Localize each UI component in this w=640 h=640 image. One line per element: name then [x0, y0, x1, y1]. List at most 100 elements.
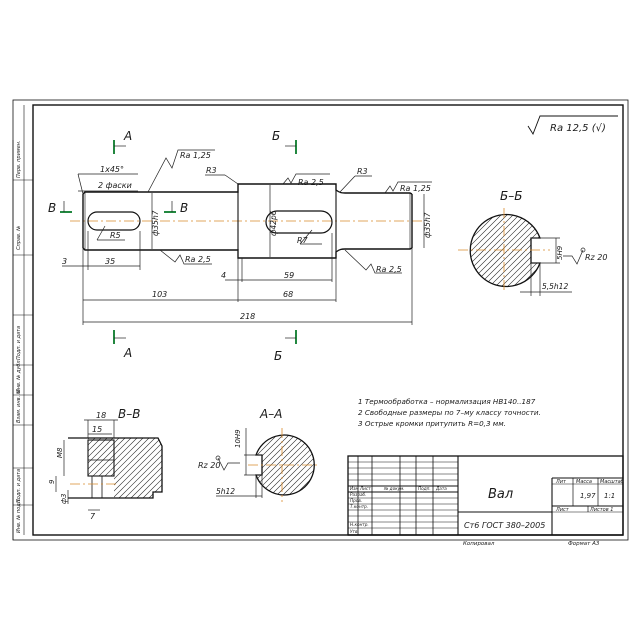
hatch-line: [88, 438, 128, 498]
vv-dim-7: 7: [90, 512, 96, 521]
hatch-line: [122, 438, 162, 498]
shaft-dimensions: 1x45° 2 фаски Ra 1,25 R3 Ra 2,5 R3 Ra 1,…: [62, 149, 432, 325]
hatch-line: [501, 214, 540, 287]
d42-label: ф42р6: [269, 210, 278, 236]
technical-notes: 1 Термообработка – нормализация НВ140..1…: [358, 397, 541, 428]
strip-text-2: Справ. №: [16, 226, 22, 250]
strip-text-6: Подп. и дата: [16, 469, 22, 503]
hatch-line: [470, 214, 503, 287]
tb-role-5: Утв.: [350, 529, 359, 534]
strip-text-1: Перв. примен.: [16, 140, 22, 178]
strip-text-4: Инв. № дубл.: [16, 359, 22, 393]
section-bb: Б–Б 5Н9 Rz 20 5,5h12: [458, 189, 607, 296]
hatch-line: [256, 435, 299, 495]
ra125-right-label: Ra 1,25: [400, 184, 431, 193]
tb-row-2: № докум.: [383, 486, 405, 491]
hatch-line: [267, 435, 315, 495]
hatch-line: [88, 438, 152, 498]
shaft-main-view: [70, 183, 422, 259]
r3-left-label: R3: [206, 166, 217, 175]
len-103-label: 103: [152, 290, 167, 299]
vv-dim-18: 18: [96, 411, 106, 420]
tb-row-0: Изм: [350, 486, 359, 491]
chamfer-note: 2 фаски: [98, 181, 132, 190]
tb-mass: 1,97: [580, 492, 596, 500]
len-35-label: 35: [105, 257, 115, 266]
d35-left-label: ф35h7: [151, 210, 160, 236]
tb-role-0: Разраб.: [350, 492, 366, 497]
hatch-line: [88, 438, 92, 498]
keyway-left: [87, 211, 141, 231]
ra25-bottom-right-label: Ra 2,5: [376, 265, 402, 274]
hatch-line: [291, 435, 315, 495]
tb-role-4: Н.контр.: [350, 522, 369, 527]
tb-copied: Копировал: [463, 541, 495, 547]
len-4-label: 4: [221, 271, 226, 280]
hatch-line: [88, 438, 140, 498]
section-v-left: В: [48, 201, 56, 215]
hatch-line: [134, 438, 162, 498]
roughness-general: Ra 12,5 (√): [527, 115, 618, 135]
section-bb-depth: 5Н9: [556, 245, 564, 260]
keyway-right: [265, 210, 333, 234]
tb-col-scale: Масштаб: [600, 479, 624, 485]
note-3: 3 Острые кромки притупить R=0,3 мм.: [358, 419, 506, 428]
hatch-line: [88, 438, 104, 498]
hatch-line: [261, 435, 315, 495]
shaft-outline-upper: [82, 183, 413, 195]
shaft-outline-lower: [82, 247, 413, 259]
tb-row-3: Подп.: [418, 486, 431, 491]
hatch-line: [88, 438, 116, 498]
section-aa: А–А 10Н9 Rz 20 5h12: [198, 407, 318, 502]
hatch-line: [256, 435, 311, 495]
tb-col-mass: Масса: [576, 479, 592, 485]
roughness-general-text: Ra 12,5 (√): [550, 123, 606, 134]
r3-right-label: R3: [357, 167, 368, 176]
ra25-bottom-left-label: Ra 2,5: [185, 255, 211, 264]
tb-part-name: Вал: [488, 487, 513, 502]
section-aa-title: А–А: [259, 407, 282, 421]
note-1: 1 Термообработка – нормализация НВ140..1…: [358, 397, 536, 406]
r5-label: R5: [110, 231, 121, 240]
chamfer-label: 1x45°: [100, 165, 124, 174]
tb-row-1: Лист: [359, 486, 371, 491]
hatch-line: [256, 435, 287, 495]
d35-right-label: ф35h7: [423, 212, 432, 238]
hatch-line: [110, 438, 162, 498]
tb-role-1: Пров.: [350, 498, 362, 503]
section-markers: А А Б Б В В: [48, 129, 297, 363]
hatch-line: [507, 214, 540, 287]
section-vv: В–В 18 15 М8 9 ф3 7: [48, 407, 163, 521]
len-218-label: 218: [240, 312, 255, 321]
section-a-top: А: [123, 129, 132, 143]
title-block: Лит Масса Масштаб 1,97 1:1 Лист Листов 1…: [347, 455, 624, 547]
hatch-line: [88, 438, 134, 498]
tb-sheets: Листов 1: [589, 507, 613, 513]
hatch-line: [537, 214, 540, 287]
tb-sheet: Лист: [555, 507, 570, 513]
section-aa-width: 5h12: [216, 487, 235, 496]
section-bb-ra: Rz 20: [585, 253, 607, 262]
tb-row-4: Дата: [435, 486, 447, 491]
side-strip: Перв. примен. Справ. № Подп. и дата Инв.…: [12, 105, 33, 540]
tb-role-2: Т.контр.: [350, 504, 368, 509]
section-bb-title: Б–Б: [500, 189, 522, 203]
r7-label: R7: [297, 236, 309, 245]
ra25-top-label: Ra 2,5: [298, 178, 324, 187]
len-3-label: 3: [62, 257, 67, 266]
hatch-line: [88, 438, 110, 498]
len-59-label: 59: [284, 271, 294, 280]
section-b-top: Б: [272, 129, 280, 143]
section-aa-ra: Rz 20: [198, 461, 220, 470]
tb-col-lit: Лит: [555, 479, 567, 485]
vv-dim-d3: ф3: [60, 494, 68, 504]
vv-dim-15: 15: [92, 425, 102, 434]
vv-dim-9: 9: [48, 479, 56, 484]
strip-text-5: Взам. инв. №: [16, 389, 22, 423]
note-2: 2 Свободные размеры по 7–му классу точно…: [358, 408, 541, 417]
hatch-line: [104, 438, 162, 498]
hatch-line: [92, 438, 158, 498]
section-a-bottom: А: [123, 346, 132, 360]
vv-dim-m8: М8: [56, 447, 64, 458]
hatch-line: [88, 438, 122, 498]
